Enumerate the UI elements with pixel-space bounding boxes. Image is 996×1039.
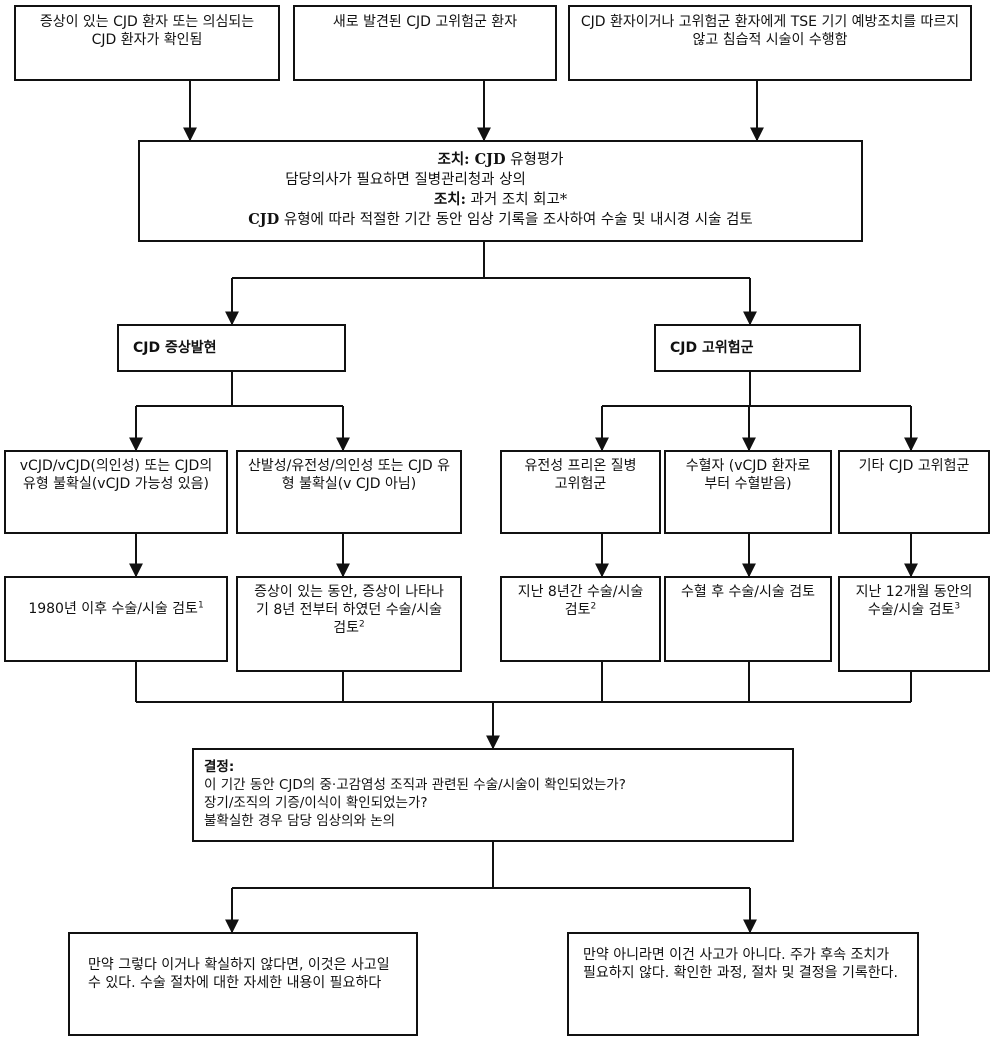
action-line-3: 조치: 과거 조치 회고* xyxy=(150,190,851,210)
case-text-transfusion: 수혈자 (vCJD 환자로 부터 수혈받음) xyxy=(685,458,811,492)
review-box-12months: 지난 12개월 동안의 수술/시술 검토3 xyxy=(838,576,990,672)
decision-title: 결정: xyxy=(204,759,235,775)
decision-line-1: 이 기간 동안 CJD의 중·고감염성 조직과 관련된 수술/시술이 확인되었는… xyxy=(204,777,626,793)
action-line-3-label: 조치: xyxy=(433,191,466,208)
case-box-genetic: 유전성 프리온 질병 고위험군 xyxy=(500,450,661,534)
review-text-1980: 1980년 이후 수술/시술 검토 xyxy=(28,601,198,617)
review-text-12months: 지난 12개월 동안의 수술/시술 검토 xyxy=(855,584,973,618)
action-line-1: 조치: CJD 유형평가 xyxy=(150,150,851,170)
top-box-symptomatic: 증상이 있는 CJD 환자 또는 의심되는 CJD 환자가 확인됨 xyxy=(14,5,280,81)
review-box-8years: 지난 8년간 수술/시술 검토2 xyxy=(500,576,661,662)
outcome-yes-box: 만약 그렇다 이거나 확실하지 않다면, 이것은 사고일 수 있다. 수술 절차… xyxy=(68,932,418,1036)
decision-line-2: 장기/조직의 기증/이식이 확인되었는가? xyxy=(204,795,428,811)
case-text-other: 기타 CJD 고위험군 xyxy=(858,458,970,474)
outcome-no-text: 만약 아니라면 이건 사고가 아니다. 주가 후속 조치가 필요하지 않다. 확… xyxy=(583,947,898,981)
case-text-genetic: 유전성 프리온 질병 고위험군 xyxy=(524,458,637,492)
action-line-4: CJD 유형에 따라 적절한 기간 동안 임상 기록을 조사하여 수술 및 내시… xyxy=(150,210,851,230)
case-text-sporadic: 산발성/유전성/의인성 또는 CJD 유형 불확실(v CJD 아님) xyxy=(247,458,451,492)
top-box-invasive: CJD 환자이거나 고위험군 환자에게 TSE 기기 예방조치를 따르지 않고 … xyxy=(568,5,972,81)
case-box-other: 기타 CJD 고위험군 xyxy=(838,450,990,534)
case-box-vcjd: vCJD/vCJD(의인성) 또는 CJD의 유형 불확실(vCJD 가능성 있… xyxy=(4,450,228,534)
branch-symptomatic-title: CJD 증상발현 xyxy=(133,340,217,356)
review-footnote-1: 1 xyxy=(197,600,204,611)
branch-high-risk: CJD 고위험군 xyxy=(654,324,861,372)
action-line-1-label: 조치: CJD xyxy=(437,151,506,168)
action-line-3-text: 과거 조치 회고* xyxy=(465,192,568,208)
review-footnote-2b: 2 xyxy=(590,601,597,612)
top-box-high-risk-text: 새로 발견된 CJD 고위험군 환자 xyxy=(332,14,518,30)
review-box-1980: 1980년 이후 수술/시술 검토1 xyxy=(4,576,228,662)
decision-line-3: 불확실한 경우 담당 임상의와 논의 xyxy=(204,813,396,829)
top-box-symptomatic-text: 증상이 있는 CJD 환자 또는 의심되는 CJD 환자가 확인됨 xyxy=(39,14,255,48)
review-text-8years-symptom: 증상이 있는 동안, 증상이 나타나기 8년 전부터 하였던 수술/시술 검토 xyxy=(254,584,444,636)
case-box-transfusion: 수혈자 (vCJD 환자로 부터 수혈받음) xyxy=(664,450,832,534)
review-footnote-2: 2 xyxy=(359,619,365,630)
case-text-vcjd: vCJD/vCJD(의인성) 또는 CJD의 유형 불확실(vCJD 가능성 있… xyxy=(19,458,213,492)
decision-box: 결정: 이 기간 동안 CJD의 중·고감염성 조직과 관련된 수술/시술이 확… xyxy=(192,748,794,842)
review-box-8years-symptom: 증상이 있는 동안, 증상이 나타나기 8년 전부터 하였던 수술/시술 검토2 xyxy=(236,576,462,672)
branch-high-risk-title: CJD 고위험군 xyxy=(670,340,754,356)
review-footnote-3: 3 xyxy=(954,601,961,612)
review-box-transfusion: 수혈 후 수술/시술 검토 xyxy=(664,576,832,662)
branch-symptomatic: CJD 증상발현 xyxy=(117,324,346,372)
top-box-high-risk: 새로 발견된 CJD 고위험군 환자 xyxy=(293,5,557,81)
action-box: 조치: CJD 유형평가 담당의사가 필요하면 질병관리청과 상의 조치: 과거… xyxy=(138,140,863,242)
top-box-invasive-text: CJD 환자이거나 고위험군 환자에게 TSE 기기 예방조치를 따르지 않고 … xyxy=(580,14,960,48)
action-line-1-text: 유형평가 xyxy=(505,152,564,168)
outcome-no-box: 만약 아니라면 이건 사고가 아니다. 주가 후속 조치가 필요하지 않다. 확… xyxy=(567,932,919,1036)
review-text-8years: 지난 8년간 수술/시술 검토 xyxy=(517,584,644,618)
action-line-4-text: 유형에 따라 적절한 기간 동안 임상 기록을 조사하여 수술 및 내시경 시술… xyxy=(279,212,753,228)
outcome-yes-text: 만약 그렇다 이거나 확실하지 않다면, 이것은 사고일 수 있다. 수술 절차… xyxy=(88,957,390,991)
case-box-sporadic: 산발성/유전성/의인성 또는 CJD 유형 불확실(v CJD 아님) xyxy=(236,450,462,534)
action-line-2: 담당의사가 필요하면 질병관리청과 상의 xyxy=(285,172,526,188)
review-text-transfusion: 수혈 후 수술/시술 검토 xyxy=(681,584,815,600)
action-line-4-label: CJD xyxy=(248,211,280,228)
